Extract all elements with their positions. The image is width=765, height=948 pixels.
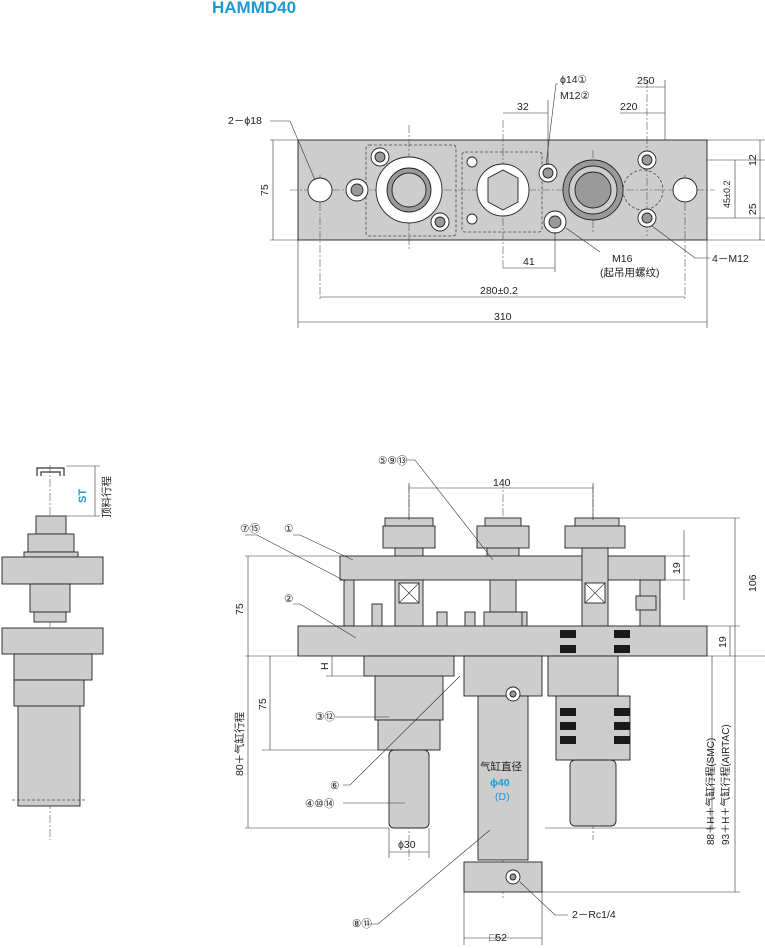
- dim-sq52: □52: [489, 932, 507, 944]
- callout-5-9-13: ⑤⑨⑬: [378, 455, 408, 467]
- upper-plate: [339, 555, 666, 581]
- left-rod: [388, 749, 430, 829]
- label-cylinder-phi40: ϕ40: [490, 777, 510, 789]
- front-view: ⑤⑨⑬ 140 ⑦⑮ ① ② 75 19 106 19 H 75 80＋气缸行程…: [233, 455, 765, 945]
- dim-19-upper: 19: [671, 562, 683, 574]
- dim-41: 41: [523, 256, 535, 268]
- label-st-stroke: 顶料行程: [100, 476, 113, 518]
- label-2-phi18: 2－ϕ18: [228, 115, 262, 127]
- callout-2: ②: [284, 593, 294, 605]
- dim-310: 310: [494, 311, 512, 323]
- dim-phi30: ϕ30: [398, 839, 416, 851]
- dim-75-top: 75: [259, 184, 271, 196]
- callout-8-11: ⑧⑪: [352, 918, 372, 930]
- label-phi14: ϕ14①: [560, 74, 588, 86]
- middle-cylinder-cap: [463, 861, 543, 893]
- dim-220: 220: [620, 101, 638, 113]
- label-m16-note: (起吊用螺纹): [600, 266, 660, 279]
- dim-airtac: 93＋H＋气缸行程(AIRTAC): [719, 724, 732, 845]
- page-title: HAMMD40: [212, 0, 297, 17]
- label-st: ST: [77, 489, 89, 503]
- dim-80-stroke: 80＋气缸行程: [233, 711, 246, 776]
- dim-75-lower: 75: [257, 698, 269, 710]
- callout-7-15: ⑦⑮: [240, 523, 260, 535]
- label-4-m12: 4－M12: [712, 253, 749, 265]
- dim-smc: 88＋H＋气缸行程(SMC): [704, 738, 717, 845]
- side-nut: [35, 515, 67, 535]
- top-view: 2－ϕ18 ϕ14① M12② 32 250 220 75 12 45±0.2 …: [228, 74, 765, 328]
- label-cylinder-d: (D): [495, 791, 510, 803]
- dim-75-upper: 75: [234, 603, 246, 615]
- side-top-plate: [1, 556, 104, 585]
- label-cylinder-diameter: 气缸直径: [480, 760, 522, 773]
- dim-32: 32: [517, 101, 529, 113]
- side-view: ST 顶料行程: [1, 465, 113, 840]
- callout-1: ①: [284, 523, 294, 535]
- lower-plate: [297, 625, 708, 657]
- label-rc14: 2－Rc1/4: [572, 909, 616, 921]
- dim-25: 25: [747, 203, 759, 215]
- label-m12-2: M12②: [560, 90, 590, 102]
- callout-3-12: ③⑫: [315, 711, 335, 723]
- hole-18-left: [307, 177, 333, 203]
- label-m16: M16: [612, 253, 633, 265]
- dim-280: 280±0.2: [480, 285, 518, 297]
- dim-45: 45±0.2: [722, 181, 732, 208]
- dim-106: 106: [747, 574, 759, 592]
- dim-140: 140: [493, 477, 511, 489]
- callout-4-10-14: ④⑩⑭: [305, 798, 335, 810]
- dim-19-lower: 19: [717, 636, 729, 648]
- dim-250: 250: [637, 75, 655, 87]
- right-rod: [569, 759, 617, 827]
- hole-18-right: [672, 177, 698, 203]
- dim-h: H: [319, 662, 331, 670]
- callout-6: ⑥: [330, 780, 340, 792]
- middle-cylinder-head: [463, 655, 543, 697]
- side-bottom-plate: [1, 627, 104, 655]
- dim-12: 12: [747, 154, 759, 166]
